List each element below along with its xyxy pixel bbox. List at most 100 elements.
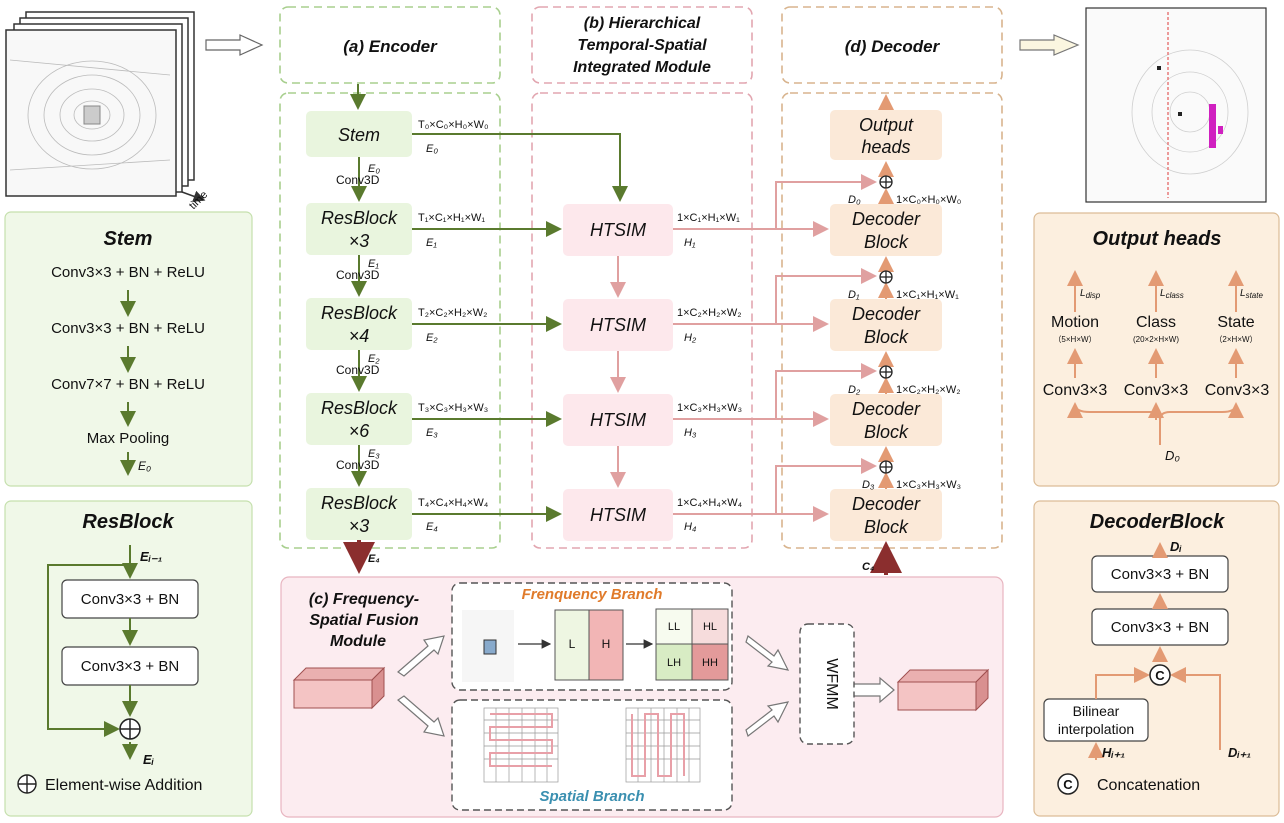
resblock-1: [306, 203, 412, 255]
conv-e1-label: E₁: [368, 258, 379, 270]
conv3d-label-1: Conv3D: [336, 173, 380, 187]
decoderblock-conv-1-label: Conv3×3 + BN: [1111, 566, 1209, 583]
resblock-2: [306, 298, 412, 350]
head-state-shape: （2×H×W）: [1214, 335, 1257, 344]
decoder-block-1-line-1: Decoder: [852, 209, 921, 229]
head-motion-shape: （5×H×W）: [1053, 335, 1096, 344]
output-heads-panel: [1033, 212, 1280, 487]
concat-legend-icon: [1057, 773, 1079, 795]
wfmm-to-output-arrow: [851, 676, 895, 704]
shape-t1: T₁×C₁×H₁×W₁: [418, 212, 485, 224]
resblock-1-count: ×3: [349, 231, 370, 251]
output-heads-block: [830, 110, 942, 160]
encoder-column: [279, 92, 501, 549]
resblock-input-label: Eᵢ₋₁: [140, 549, 162, 564]
d2-label: D₂: [848, 384, 861, 396]
d1-shape: 1×C₁×H₁×W₁: [896, 289, 959, 301]
resblock-1-name: ResBlock: [321, 208, 398, 228]
output-heads-line-2: heads: [861, 137, 910, 157]
d0-label: D₀: [848, 194, 861, 206]
htsim-shape-3: 1×C₃×H₃×W₃: [677, 402, 742, 414]
resblock-4-count: ×3: [349, 516, 370, 536]
d3-label: D₃: [862, 479, 875, 491]
decoder-block-3-line-2: Block: [864, 422, 909, 442]
decoder-block-4-line-1: Decoder: [852, 494, 921, 514]
htsim-block-2-label: HTSIM: [590, 315, 646, 335]
e1-label: E₁: [426, 237, 437, 249]
loss-disp-sub: disp: [1086, 291, 1101, 300]
loss-disp-label: Ldisp: [1080, 288, 1101, 300]
output-heads-panel-title: Output heads: [1093, 228, 1222, 250]
decoderblock-panel-title: DecoderBlock: [1090, 511, 1225, 533]
output-arrow: [1019, 34, 1080, 56]
shape-t2: T₂×C₂×H₂×W₂: [418, 307, 487, 319]
decoder-block-2-line-2: Block: [864, 327, 909, 347]
decoder-block-4-line-2: Block: [864, 517, 909, 537]
resblock-4: [306, 488, 412, 540]
htsim-header-line-3: Integrated Module: [573, 59, 711, 76]
spatial-scan-grid-1: [483, 707, 559, 783]
resblock-conv-2-label: Conv3×3 + BN: [81, 658, 179, 675]
htsim-shape-1: 1×C₁×H₁×W₁: [677, 212, 740, 224]
resblock-panel-title: ResBlock: [82, 511, 174, 533]
to-spatial-arrow: [397, 695, 445, 737]
conv3d-label-3: Conv3D: [336, 363, 380, 377]
htsim-block-1: [563, 204, 673, 256]
band-ll-label: LL: [668, 621, 680, 633]
htsim-header-line-1: (b) Hierarchical: [584, 15, 701, 32]
head-class-shape: (20×2×H×W): [1133, 335, 1179, 344]
shape-t4: T₄×C₄×H₄×W₄: [418, 497, 489, 509]
resblock-3-name: ResBlock: [321, 398, 398, 418]
decoder-header-box: [781, 6, 1003, 84]
bilinear-interp-line-1: Bilinear: [1073, 703, 1120, 719]
concat-node: [1149, 664, 1171, 686]
frequency-branch-label: Frenquency Branch: [522, 586, 663, 603]
addition-nodes: [879, 175, 893, 474]
head-state-conv: Conv3×3: [1205, 382, 1270, 399]
stem-step-3: Conv7×7 + BN + ReLU: [51, 376, 205, 393]
band-h: [588, 609, 624, 681]
htsim-header-line-2: Temporal-Spatial: [577, 37, 707, 54]
resblock-4-name: ResBlock: [321, 493, 398, 513]
time-label: time: [187, 189, 210, 212]
band-hl-label: HL: [703, 621, 717, 633]
stem-step-2: Conv3×3 + BN + ReLU: [51, 320, 205, 337]
head-class-name: Class: [1136, 314, 1176, 331]
band-l-label: L: [569, 637, 576, 651]
head-motion-name: Motion: [1051, 314, 1099, 331]
stem-step-4: Max Pooling: [87, 430, 170, 447]
conv-e0-label: E₀: [368, 163, 380, 175]
encoder-header: (a) Encoder: [343, 37, 438, 56]
htsim-shape-4: 1×C₄×H₄×W₄: [677, 497, 743, 509]
decoder-block-1: [830, 204, 942, 256]
conv-e3-label: E₃: [368, 448, 380, 460]
conv-e2-label: E₂: [368, 353, 380, 365]
fsfm-title-line-2: Spatial Fusion: [309, 612, 419, 629]
stem-panel-title: Stem: [104, 228, 153, 250]
htsim-shape-2: 1×C₂×H₂×W₂: [677, 307, 741, 319]
band-lh: [655, 643, 693, 681]
h-input-label: Hᵢ₊₁: [1102, 745, 1125, 760]
shape-t3: T₃×C₃×H₃×W₃: [418, 402, 488, 414]
concat-legend-label: Concatenation: [1097, 777, 1200, 794]
wfmm-block: [799, 623, 855, 745]
decoderblock-conv-2-label: Conv3×3 + BN: [1111, 619, 1209, 636]
loss-state-label: Lstate: [1240, 288, 1263, 300]
h4-label: H₄: [684, 521, 696, 533]
decoderblock-output-label: Dᵢ: [1170, 539, 1182, 554]
htsim-header-box: [531, 6, 753, 84]
band-hh-label: HH: [702, 657, 718, 669]
band-l: [554, 609, 590, 681]
fsfm-title-line-1: (c) Frequency-: [309, 591, 419, 608]
spatial-scan-path-1: [489, 713, 553, 767]
c4-label: C₄: [862, 561, 874, 573]
fsfm-input-cube: [292, 666, 386, 710]
h3-label: H₃: [684, 427, 697, 439]
encoder-header-box: [279, 6, 501, 84]
spatial-branch-label: Spatial Branch: [539, 788, 644, 805]
d1-label: D₁: [848, 289, 860, 301]
htsim-block-4: [563, 489, 673, 541]
resblock-3-count: ×6: [349, 421, 371, 441]
decoder-block-3: [830, 394, 942, 446]
